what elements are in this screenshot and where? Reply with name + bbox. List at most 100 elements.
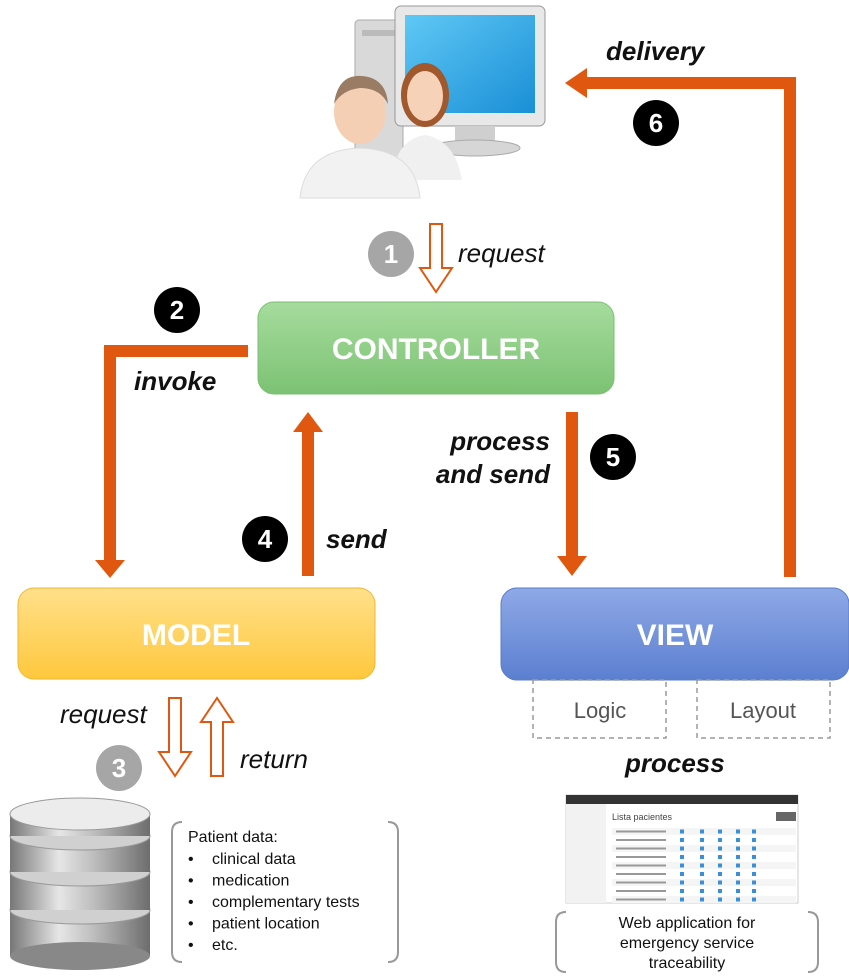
web-app-screenshot: Lista pacientes — [565, 794, 799, 904]
screen-row-icon — [680, 880, 684, 885]
patient-data-bullet: • — [188, 873, 194, 890]
invoke-arrow — [95, 345, 248, 578]
label-request-3: request — [60, 699, 148, 729]
screen-row-text — [616, 881, 666, 884]
screen-row-text — [616, 890, 666, 892]
screen-row-icon — [752, 855, 756, 859]
label-return-3: return — [240, 744, 308, 774]
logic-label: Logic — [574, 698, 627, 723]
screen-row-icon — [680, 863, 684, 868]
screen-row-icon — [680, 846, 684, 851]
screen-row-icon — [736, 897, 740, 902]
screen-row-icon — [752, 838, 756, 842]
step-badge-5: 5 — [590, 434, 636, 480]
step-badge-3: 3 — [96, 745, 142, 791]
screen-row-icon — [752, 897, 756, 902]
webapp-caption-1: Web application for — [619, 915, 756, 932]
screen-row-icon — [700, 897, 704, 902]
screen-row-icon — [752, 863, 756, 868]
label-process: process — [624, 748, 725, 778]
controller-box: CONTROLLER — [257, 301, 615, 395]
patient-data-bullet: • — [188, 851, 194, 868]
screen-row-icon — [680, 897, 684, 902]
flow-arrows — [95, 68, 796, 578]
screen-row-icon — [736, 846, 740, 851]
label-invoke: invoke — [134, 366, 216, 396]
webapp-caption-3: traceability — [649, 955, 725, 972]
model-box: MODEL — [17, 587, 376, 680]
label-send: send — [326, 524, 388, 554]
webapp-caption-box: Web application for emergency service tr… — [555, 911, 819, 973]
patient-data-item: clinical data — [212, 851, 296, 868]
patient-data-box: Patient data: •clinical data•medication•… — [171, 821, 399, 963]
screen-row-icon — [752, 846, 756, 851]
screen-row-icon — [700, 889, 704, 893]
hollow-request-arrow-3 — [157, 697, 193, 778]
view-box: VIEW — [500, 587, 849, 681]
screen-row-icon — [718, 880, 722, 885]
label-delivery: delivery — [606, 36, 706, 66]
layout-label: Layout — [730, 698, 796, 723]
label-request-1: request — [458, 238, 546, 268]
screen-row-text — [616, 898, 666, 901]
screen-row-text — [616, 873, 666, 875]
label-process-send-1: process — [449, 426, 550, 456]
database-icon — [9, 797, 151, 970]
screen-row-icon — [700, 838, 704, 842]
patient-data-item: etc. — [212, 937, 238, 954]
screen-row-icon — [680, 855, 684, 859]
view-label: VIEW — [637, 619, 714, 652]
screen-row-icon — [718, 872, 722, 876]
hollow-request-arrow-1 — [418, 223, 454, 294]
svg-text:1: 1 — [384, 239, 398, 269]
screen-row-icon — [736, 838, 740, 842]
screen-row-icon — [718, 846, 722, 851]
screen-row-text — [616, 856, 666, 858]
screen-row-icon — [736, 855, 740, 859]
screen-row-icon — [700, 855, 704, 859]
screen-row-icon — [680, 872, 684, 876]
screen-row-icon — [718, 829, 722, 834]
screen-row-text — [616, 839, 666, 841]
patient-data-title: Patient data: — [188, 829, 278, 846]
delivery-arrow — [565, 68, 796, 577]
model-label: MODEL — [142, 619, 250, 652]
hollow-return-arrow-3 — [199, 696, 235, 777]
screen-row-text — [616, 864, 666, 867]
step-badge-2: 2 — [154, 287, 200, 333]
screen-row-icon — [680, 889, 684, 893]
screen-row-icon — [752, 872, 756, 876]
screen-row-icon — [736, 889, 740, 893]
screen-row-icon — [680, 829, 684, 834]
patient-data-item: patient location — [212, 916, 320, 933]
patient-data-bullet: • — [188, 937, 194, 954]
screen-row-icon — [752, 880, 756, 885]
users-computer-icon — [299, 5, 546, 199]
screen-row-icon — [700, 829, 704, 834]
screen-row-icon — [700, 846, 704, 851]
screen-row-icon — [718, 838, 722, 842]
patient-data-item: complementary tests — [212, 894, 360, 911]
screen-row-icon — [718, 897, 722, 902]
screen-row-icon — [700, 880, 704, 885]
screen-row-icon — [752, 829, 756, 834]
svg-text:5: 5 — [606, 442, 620, 472]
svg-text:3: 3 — [112, 753, 126, 783]
svg-text:6: 6 — [649, 108, 663, 138]
screen-row-icon — [718, 863, 722, 868]
screen-row-text — [616, 830, 666, 833]
screen-row-icon — [718, 855, 722, 859]
screen-title: Lista pacientes — [612, 812, 673, 822]
screen-row-icon — [736, 863, 740, 868]
send-arrow — [293, 412, 323, 576]
logic-box: Logic — [532, 679, 667, 739]
process-send-arrow — [557, 412, 587, 576]
screen-row-icon — [680, 838, 684, 842]
label-process-send-2: and send — [436, 459, 551, 489]
patient-data-bullet: • — [188, 894, 194, 911]
screen-row-icon — [752, 889, 756, 893]
screen-row-icon — [736, 872, 740, 876]
screen-row-text — [616, 847, 666, 850]
svg-text:4: 4 — [258, 524, 273, 554]
